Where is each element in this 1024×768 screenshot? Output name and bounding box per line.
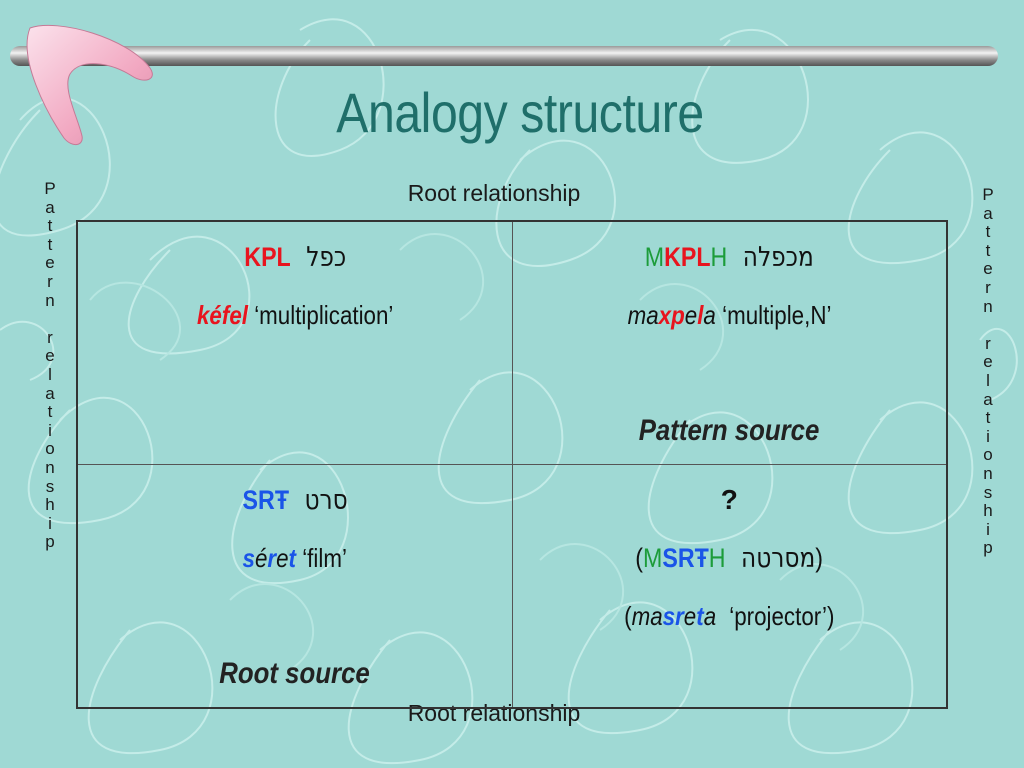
pattern-source-label: Pattern source (638, 414, 820, 447)
root-line: SRŦ סרט (84, 475, 506, 533)
hebrew-word: כפל (305, 242, 346, 273)
gloss: ‘film’ (302, 543, 347, 573)
table-row: SRŦ סרט séret ‘film’ Root source ? (MSRŦH… (76, 464, 948, 709)
label-line: Pattern source (519, 406, 941, 464)
root-srt: SRŦ (242, 485, 289, 515)
hebrew-word: מכפלה (742, 242, 814, 273)
gloss: ‘multiplication’ (253, 300, 393, 330)
spacer (519, 348, 941, 406)
hebrew-word: סרט (304, 485, 348, 516)
gloss: ‘multiple,N’ (721, 300, 832, 330)
word-line: (masreta ‘projector’) (624, 601, 835, 631)
root-relationship-top-label: Root relationship (407, 180, 581, 206)
root-line: KPL כפל (84, 232, 506, 290)
cell-top-left: KPL כפל kéfel ‘multiplication’ (76, 220, 513, 465)
gloss: ‘projector’ (729, 601, 827, 631)
cell-bottom-left: SRŦ סרט séret ‘film’ Root source (76, 464, 513, 709)
word-line: kéfel ‘multiplication’ (196, 300, 393, 330)
question-line: ? (519, 475, 941, 533)
label-line: Root source (84, 649, 506, 707)
root-kpl: KPL (243, 242, 291, 272)
boomerang-decoration (26, 24, 153, 145)
title-rod (10, 46, 998, 66)
word-line: maxpela ‘multiple,N’ (627, 300, 832, 330)
word-line: séret ‘film’ (242, 543, 347, 573)
spacer (84, 591, 506, 649)
slide-title: Analogy structure (336, 81, 704, 144)
hebrew-word: מסרטה (741, 543, 816, 574)
root-source-label: Root source (219, 657, 371, 690)
question-mark: ? (720, 484, 738, 515)
